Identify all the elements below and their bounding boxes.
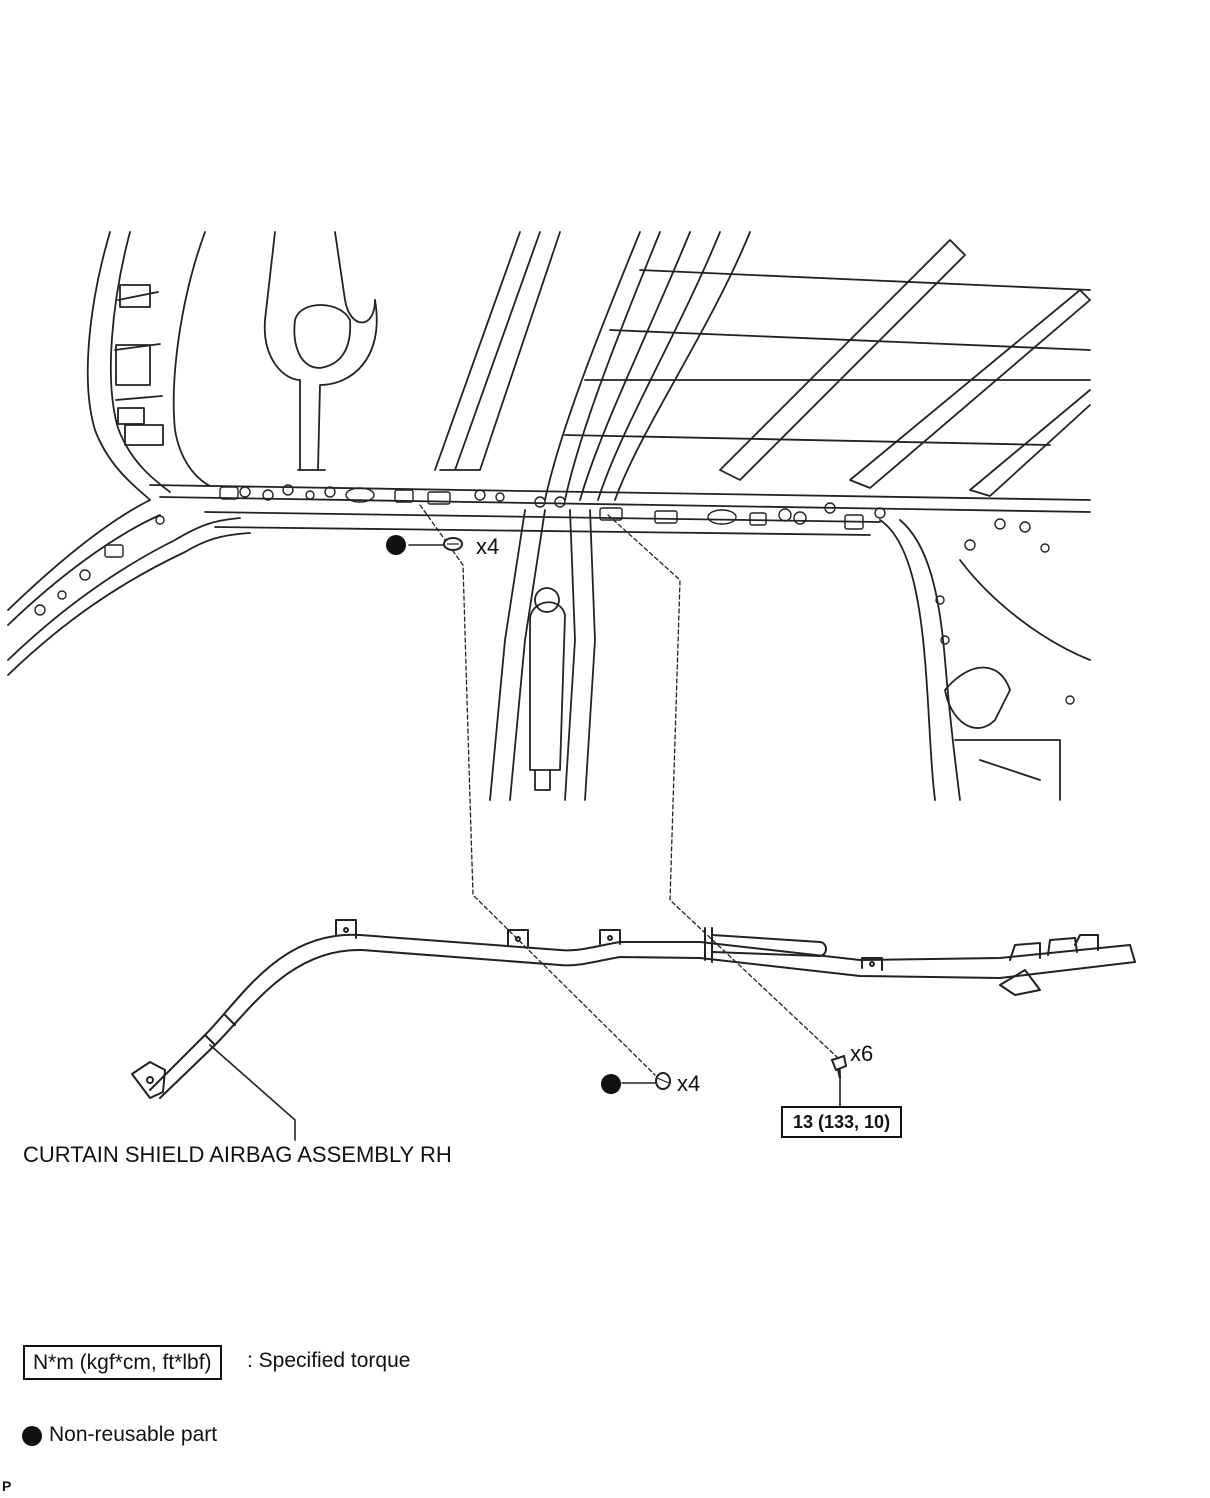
bolt-quantity: x6 — [850, 1041, 874, 1066]
upper-clip-icon — [443, 537, 463, 551]
curtain-shield-airbag — [131, 919, 1136, 1099]
nonreusable-legend-icon — [22, 1426, 42, 1446]
alignment-lines — [419, 504, 839, 1076]
torque-legend-box: N*m (kgf*cm, ft*lbf) — [23, 1345, 222, 1380]
nonreusable-mark-upper — [386, 535, 406, 555]
corner-mark: P — [2, 1478, 12, 1494]
vehicle-body-frame — [7, 231, 1091, 801]
lower-clip-icon — [655, 1072, 671, 1090]
torque-legend-text: : Specified torque — [247, 1349, 411, 1372]
nonreusable-mark-lower — [601, 1074, 621, 1094]
lower-clip-quantity: x4 — [677, 1071, 701, 1096]
bolt-icon — [830, 1054, 848, 1079]
bolt-torque-spec: 13 (133, 10) — [781, 1106, 903, 1138]
upper-clip-quantity: x4 — [476, 534, 500, 559]
airbag-assembly-label: CURTAIN SHIELD AIRBAG ASSEMBLY RH — [23, 1142, 452, 1167]
roof-rail-holes — [34, 484, 1075, 705]
nonreusable-legend-text: Non-reusable part — [49, 1423, 218, 1446]
